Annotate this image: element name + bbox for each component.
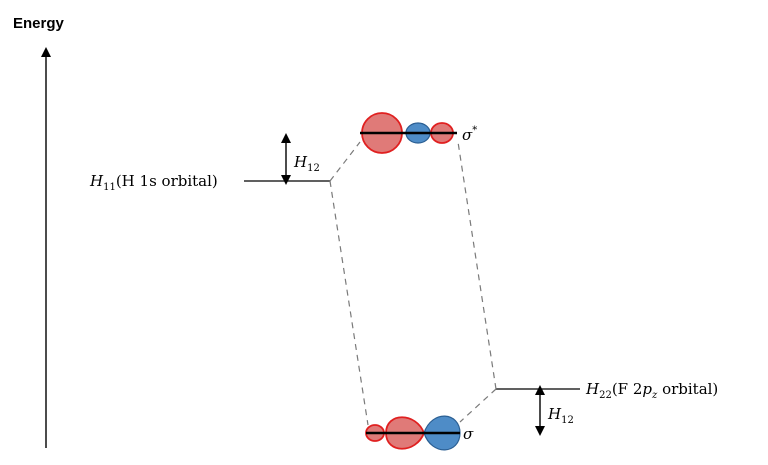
energy-axis-title: Energy — [13, 15, 65, 32]
lower-gap-subscript: 12 — [561, 415, 574, 426]
upper-gap-subscript: 12 — [307, 163, 320, 174]
h11-level-label: H11(H 1s orbital) — [89, 172, 218, 193]
sigma-star-orbital — [360, 112, 457, 154]
h22-symbol: H — [585, 380, 600, 398]
h22-level-label: H22(F 2pz orbital) — [585, 380, 718, 401]
h22-subscript: 22 — [599, 390, 612, 401]
h22-p: p — [642, 380, 652, 398]
h11-to-sigma-star-dash — [329, 141, 361, 182]
h11-symbol: H — [89, 172, 104, 190]
upper-gap-symbol: H — [293, 153, 308, 171]
sigma-star-symbol: σ — [462, 126, 473, 144]
h22-to-sigma-dash — [459, 388, 497, 423]
h11-subscript: 11 — [103, 182, 116, 193]
upper-gap-label: H12 — [293, 153, 320, 174]
h22-text-after: orbital) — [657, 380, 718, 398]
h22-p-subscript: z — [651, 390, 658, 401]
sigma-orbital — [365, 415, 461, 451]
lower-gap-label: H12 — [547, 405, 574, 426]
sigma-star-superscript: * — [472, 125, 477, 136]
h11-to-sigma-dash — [329, 180, 369, 426]
sigma-star-label: σ* — [462, 125, 477, 144]
sigma-label: σ — [463, 425, 474, 443]
h22-text-before: (F 2 — [612, 380, 643, 398]
h11-text: (H 1s orbital) — [116, 172, 218, 190]
h22-to-sigma-star-dash — [457, 141, 497, 390]
lower-gap-symbol: H — [547, 405, 562, 423]
